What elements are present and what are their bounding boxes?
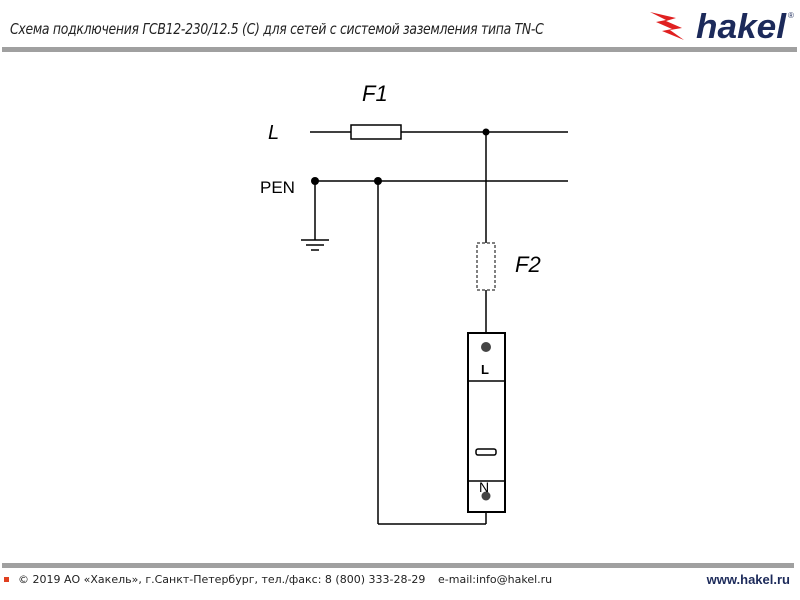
label-pen: PEN — [260, 178, 295, 197]
ground-icon — [301, 239, 329, 251]
fuse-f1 — [350, 124, 402, 140]
footer-divider — [2, 563, 794, 568]
svg-text:®: ® — [788, 11, 794, 20]
hakel-logo: hakel ® — [650, 8, 794, 44]
bullet-icon — [4, 577, 9, 582]
terminal-l: L — [481, 362, 489, 377]
page-title: Схема подключения ГСВ12-230/12.5 (С) для… — [10, 20, 544, 38]
website-link[interactable]: www.hakel.ru — [706, 572, 790, 587]
label-f1: F1 — [362, 81, 388, 106]
svg-text:hakel: hakel — [696, 8, 788, 44]
fuse-f2 — [476, 242, 496, 291]
junction — [311, 177, 319, 185]
label-f2: F2 — [515, 252, 541, 277]
terminal-n: N — [479, 479, 489, 495]
label-l: L — [268, 122, 279, 144]
copyright: © 2019 АО «Хакель», г.Санкт-Петербург, т… — [18, 573, 426, 586]
junction — [482, 128, 490, 136]
header-divider — [2, 47, 797, 52]
screw-icon — [481, 491, 491, 501]
email-link[interactable]: e-mail:info@hakel.ru — [438, 573, 553, 586]
wiring-diagram: L PEN F1 F2 L N — [260, 81, 568, 525]
junction — [374, 177, 382, 185]
lightning-icon — [650, 12, 684, 40]
screw-icon — [481, 342, 491, 352]
